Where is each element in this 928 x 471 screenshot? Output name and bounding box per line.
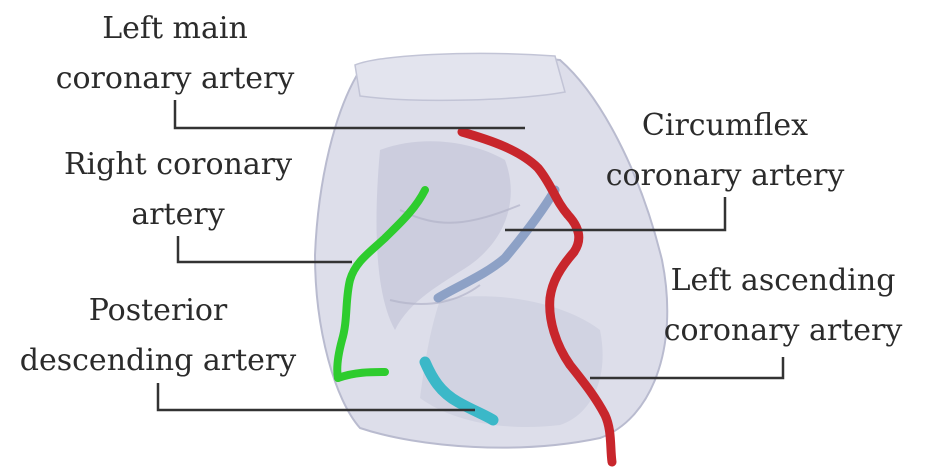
label-circumflex-line1: Circumflex [642, 108, 808, 143]
label-circumflex-line2: coronary artery [606, 158, 845, 193]
heart-top-vessel [355, 53, 565, 100]
label-left-main-line2: coronary artery [56, 61, 295, 96]
label-posterior-line1: Posterior [89, 293, 228, 328]
label-posterior-line2: descending artery [20, 343, 296, 378]
label-left-main-line1: Left main [102, 11, 248, 46]
label-left-ascending-line2: coronary artery [664, 313, 903, 348]
label-left-ascending-line1: Left ascending [671, 263, 896, 298]
label-right-coronary-line2: artery [131, 197, 224, 232]
label-right-coronary-line1: Right coronary [64, 147, 292, 182]
heart-lower-chamber [420, 296, 603, 427]
